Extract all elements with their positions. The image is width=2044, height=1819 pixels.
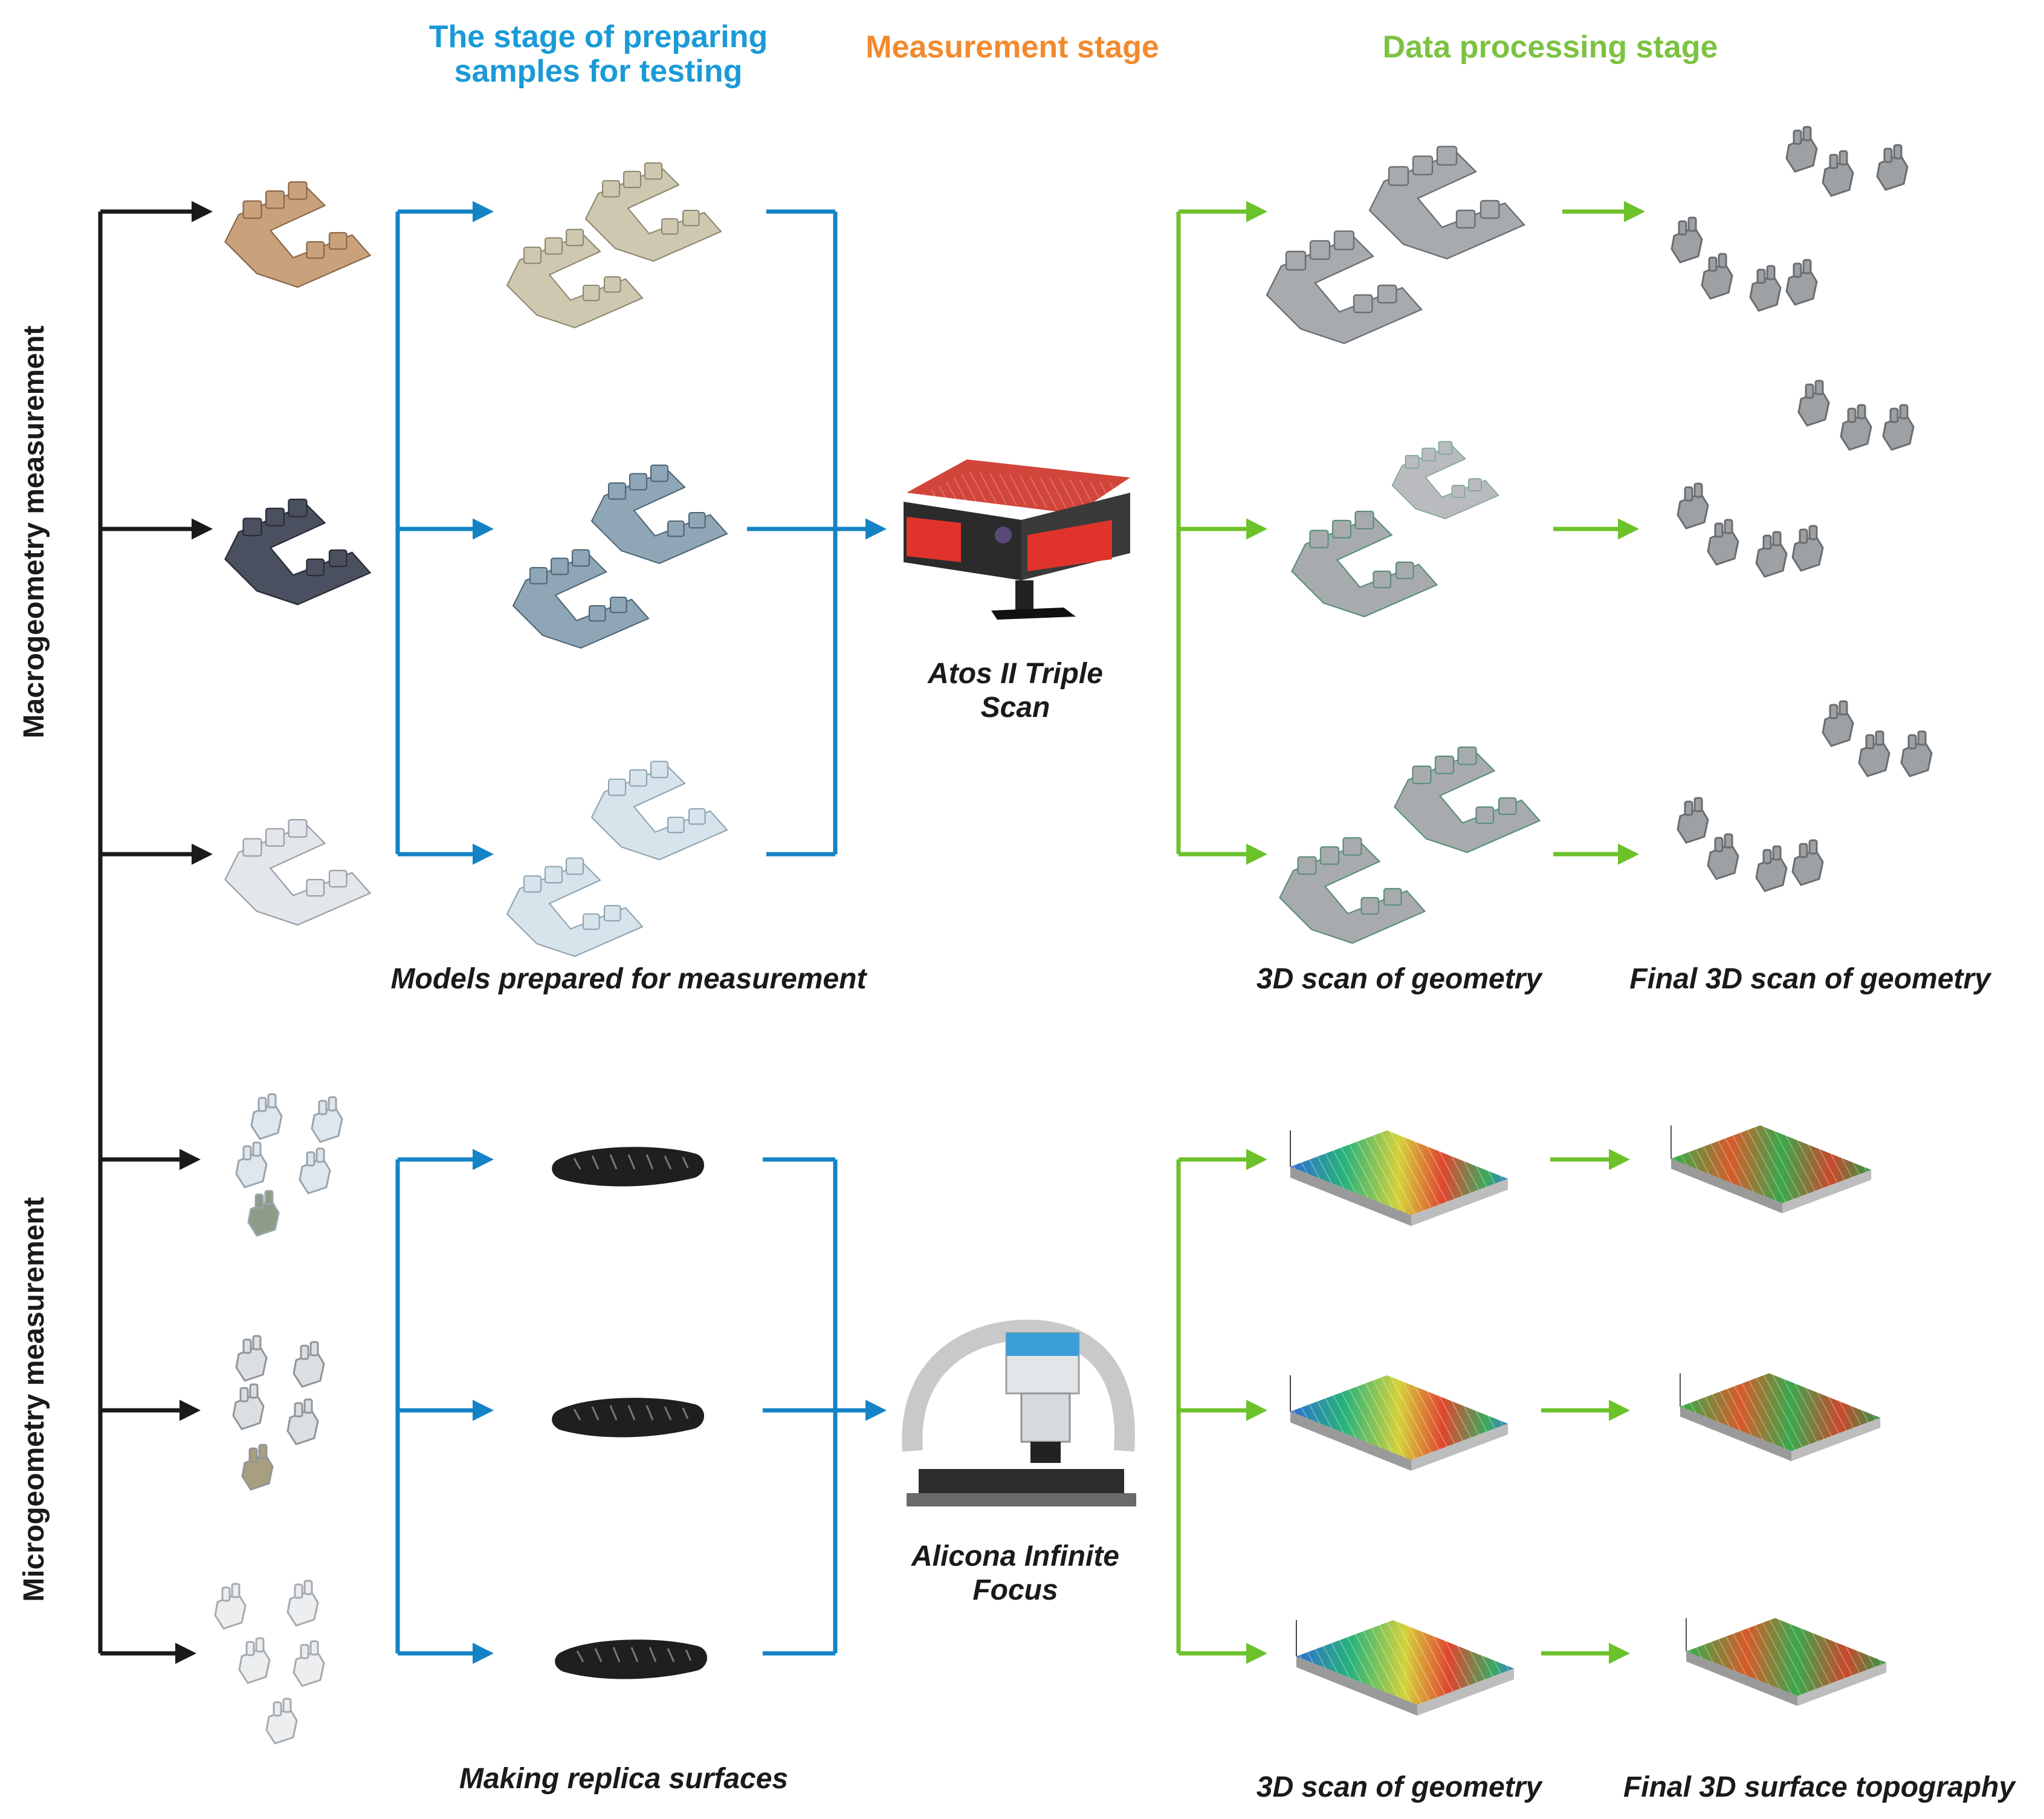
replica-1 — [551, 1146, 705, 1187]
device-atos-line1: Atos II Triple — [927, 658, 1103, 690]
scan-macro-3 — [1279, 746, 1541, 944]
scan-macro-2 — [1291, 441, 1499, 618]
device-alicona-line1: Alicona Infinite — [911, 1540, 1119, 1572]
caption-models-prepared: Models prepared for measurement — [391, 963, 868, 995]
sample-micro-2 — [232, 1335, 325, 1491]
header-measurement: Measurement stage — [865, 30, 1159, 65]
surface-final-micro-2 — [1680, 1372, 1881, 1462]
device-atos-line2: Scan — [981, 692, 1050, 724]
green-fork-macro — [1176, 201, 1645, 865]
prepared-macro-2 — [512, 464, 728, 649]
replica-2 — [551, 1396, 705, 1438]
surface-scan-micro-1 — [1290, 1130, 1509, 1227]
sample-macro-2 — [224, 498, 371, 606]
side-label-macro: Macrogeometry measurement — [18, 326, 50, 739]
sample-micro-1 — [235, 1093, 343, 1237]
caption-scan-geometry-macro: 3D scan of geometry — [1256, 963, 1543, 995]
final-scan-macro-2 — [1677, 380, 1915, 578]
final-scan-macro-3 — [1677, 700, 1933, 892]
sample-macro-3 — [224, 819, 371, 926]
alicona-microscope-illustration — [902, 1319, 1136, 1506]
header-processing: Data processing stage — [1383, 30, 1718, 65]
sample-macro-1 — [224, 181, 371, 288]
replica-3 — [554, 1638, 708, 1680]
header-preparing-line1: The stage of preparing — [429, 19, 768, 54]
black-branch-arrows — [98, 201, 213, 1664]
caption-final-surface-topography: Final 3D surface topography — [1623, 1771, 2016, 1803]
surface-scan-micro-2 — [1290, 1375, 1509, 1471]
scan-macro-1 — [1266, 146, 1525, 345]
blue-fork-micro — [395, 1149, 887, 1664]
prepared-macro-1 — [506, 162, 722, 329]
surface-final-micro-1 — [1670, 1124, 1872, 1214]
green-fork-micro — [1176, 1149, 1630, 1664]
atos-scanner-illustration — [904, 459, 1130, 620]
sample-micro-3 — [214, 1580, 325, 1745]
surface-scan-micro-3 — [1296, 1620, 1515, 1716]
prepared-macro-3 — [506, 760, 728, 958]
blue-fork-macro — [395, 201, 887, 865]
header-preparing-line2: samples for testing — [454, 54, 743, 89]
side-label-micro: Microgeometry measurement — [18, 1197, 50, 1602]
surface-final-micro-3 — [1686, 1617, 1887, 1707]
caption-scan-geometry-micro: 3D scan of geometry — [1256, 1771, 1543, 1803]
final-scan-macro-1 — [1670, 126, 1909, 312]
device-alicona-line2: Focus — [972, 1574, 1058, 1606]
caption-making-replica: Making replica surfaces — [459, 1763, 788, 1795]
caption-final-scan-geometry: Final 3D scan of geometry — [1629, 963, 1992, 995]
